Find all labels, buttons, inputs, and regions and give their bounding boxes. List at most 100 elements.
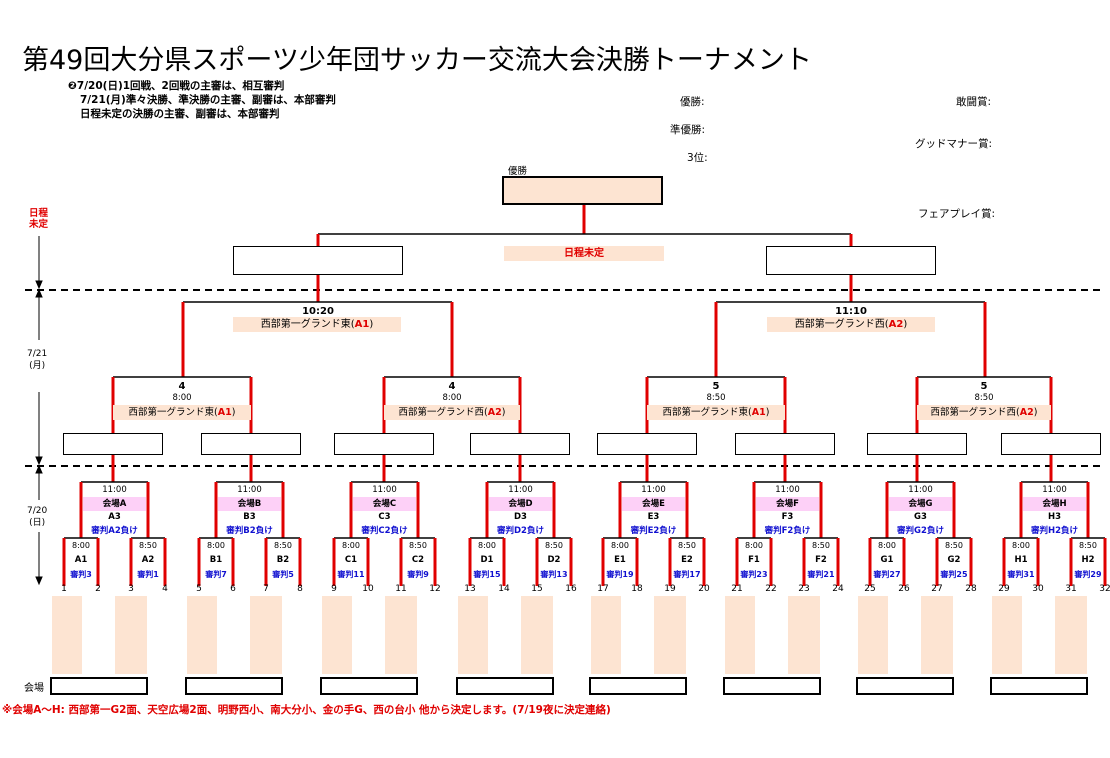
- team-number: 3: [128, 584, 134, 594]
- team-slot: [458, 596, 488, 674]
- quarter-team-box: [334, 433, 434, 455]
- round1-match: B2: [276, 555, 290, 565]
- team-slot: [385, 596, 417, 674]
- venue-box: [856, 677, 954, 695]
- final-schedule: 日程未定: [504, 246, 664, 261]
- final-label: 優勝: [508, 166, 528, 177]
- round1-referee: 審判17: [673, 570, 701, 579]
- quarter-venue: 西部第一グランド西(A2): [917, 405, 1051, 420]
- round1-match: F2: [815, 555, 827, 565]
- round1-referee: 審判27: [873, 570, 901, 579]
- quarter-venue: 西部第一グランド西(A2): [384, 405, 520, 420]
- group-referee: 審判E2負け: [630, 526, 677, 536]
- venue-row-label: 会場: [24, 683, 44, 694]
- round1-match: H1: [1014, 555, 1028, 565]
- group-time: 11:00: [237, 485, 262, 495]
- semi-venue-2: 西部第一グランド西(A2): [767, 317, 935, 332]
- team-slot: [521, 596, 553, 674]
- group-referee: 審判A2負け: [91, 526, 138, 536]
- award-winner: 優勝:: [680, 96, 705, 108]
- team-number: 15: [531, 584, 543, 594]
- team-number: 21: [731, 584, 743, 594]
- group-time: 11:00: [372, 485, 397, 495]
- venue-box: [589, 677, 687, 695]
- round1-time: 8:50: [812, 541, 830, 550]
- round1-time: 8:00: [207, 541, 225, 550]
- finalist-box-right: [766, 246, 936, 275]
- team-slot: [322, 596, 352, 674]
- round1-time: 8:00: [342, 541, 360, 550]
- round1-referee: 審判13: [540, 570, 568, 579]
- team-number: 30: [1032, 584, 1044, 594]
- group-venue: 会場A: [83, 497, 146, 511]
- round1-time: 8:50: [139, 541, 157, 550]
- group-match: C3: [378, 512, 391, 522]
- group-venue: 会場G: [889, 497, 952, 511]
- note-line-2: 7/21(月)準々決勝、準決勝の主審、副審は、本部審判: [80, 94, 336, 106]
- group-referee: 審判D2負け: [497, 526, 544, 536]
- venue-box: [456, 677, 554, 695]
- team-slot: [1055, 596, 1087, 674]
- round1-match: A2: [141, 555, 155, 565]
- team-number: 2: [95, 584, 101, 594]
- team-number: 7: [263, 584, 269, 594]
- team-number: 18: [631, 584, 643, 594]
- quarter-team-box: [201, 433, 301, 455]
- quarter-team-box: [1001, 433, 1101, 455]
- group-referee: 審判F2負け: [764, 526, 811, 536]
- award-fighting-spirit: 敢闘賞:: [956, 96, 992, 108]
- award-fair-play: フェアプレイ賞:: [918, 208, 996, 220]
- round1-referee: 審判7: [205, 570, 227, 579]
- team-number: 11: [395, 584, 407, 594]
- group-match: H3: [1047, 512, 1062, 522]
- quarter-time: 8:50: [706, 393, 726, 403]
- team-number: 5: [196, 584, 202, 594]
- team-slot: [725, 596, 755, 674]
- group-venue: 会場C: [353, 497, 416, 511]
- round1-referee: 審判1: [137, 570, 159, 579]
- round1-referee: 審判15: [473, 570, 501, 579]
- team-slot: [921, 596, 953, 674]
- team-slot: [788, 596, 820, 674]
- group-match: D3: [514, 512, 527, 522]
- quarter-team-box: [470, 433, 570, 455]
- award-good-manner: グッドマナー賞:: [915, 138, 993, 150]
- note-line-1: ❷7/20(日)1回戦、2回戦の主審は、相互審判: [68, 80, 285, 92]
- side-date-720: 7/20 (日): [27, 506, 48, 528]
- team-number: 29: [998, 584, 1010, 594]
- champion-box: [502, 176, 663, 205]
- group-time: 11:00: [1042, 485, 1067, 495]
- quarter-number: 4: [448, 381, 456, 392]
- team-number: 14: [498, 584, 510, 594]
- team-number: 13: [464, 584, 476, 594]
- round1-referee: 審判31: [1007, 570, 1035, 579]
- team-number: 24: [832, 584, 844, 594]
- group-referee: 審判C2負け: [361, 526, 408, 536]
- side-date-undecided: 日程 未定: [29, 208, 49, 230]
- round1-match: C1: [344, 555, 358, 565]
- quarter-number: 5: [712, 381, 720, 392]
- round1-time: 8:50: [545, 541, 563, 550]
- team-slot: [187, 596, 217, 674]
- round1-referee: 審判5: [272, 570, 294, 579]
- quarter-number: 5: [980, 381, 988, 392]
- round1-referee: 審判29: [1074, 570, 1102, 579]
- group-venue: 会場B: [218, 497, 281, 511]
- round1-match: E1: [614, 555, 626, 565]
- semi-time-1: 10:20: [302, 306, 334, 317]
- quarter-venue: 西部第一グランド東(A1): [647, 405, 785, 420]
- round1-referee: 審判11: [337, 570, 365, 579]
- round1-time: 8:00: [478, 541, 496, 550]
- group-referee: 審判B2負け: [226, 526, 273, 536]
- quarter-team-box: [597, 433, 697, 455]
- round1-time: 8:00: [745, 541, 763, 550]
- team-number: 23: [798, 584, 810, 594]
- team-number: 9: [331, 584, 337, 594]
- group-referee: 審判G2負け: [897, 526, 944, 536]
- round1-match: A1: [74, 555, 88, 565]
- quarter-time: 8:00: [172, 393, 192, 403]
- group-match: A3: [108, 512, 121, 522]
- team-number: 20: [698, 584, 710, 594]
- round1-match: D1: [480, 555, 494, 565]
